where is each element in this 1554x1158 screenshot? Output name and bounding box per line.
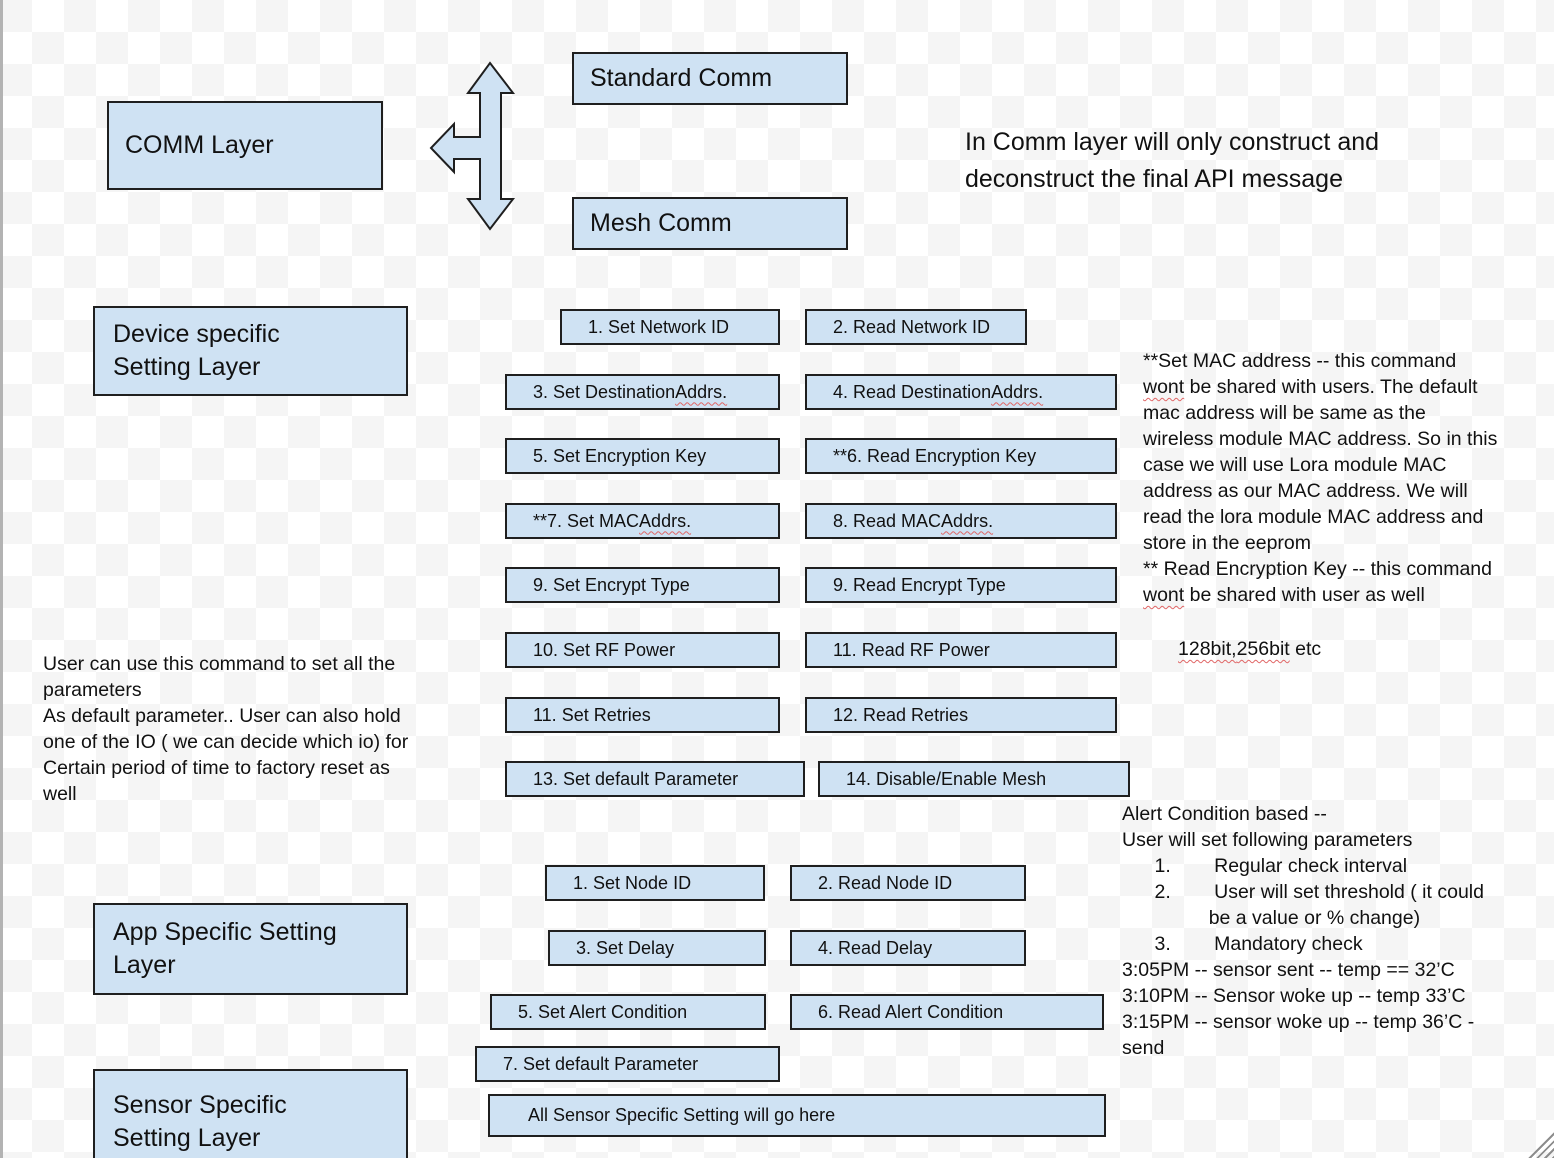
- box-set-network-id[interactable]: 1. Set Network ID: [560, 309, 780, 345]
- command-label: 3. Set Delay: [576, 937, 675, 958]
- command-label: 9. Set Encrypt Type: [533, 574, 690, 595]
- box-read-node-id[interactable]: 2. Read Node ID: [790, 865, 1026, 901]
- note-text-misspelled: 256bit: [1236, 638, 1290, 660]
- box-set-rf-power[interactable]: 10. Set RF Power: [505, 632, 780, 668]
- box-set-retries[interactable]: 11. Set Retries: [505, 697, 780, 733]
- three-way-arrow-icon: [429, 61, 516, 231]
- box-mesh-comm-label: Mesh Comm: [590, 209, 732, 237]
- note-encryption-bits[interactable]: 128bit,256bit etc: [1178, 610, 1321, 662]
- box-read-encryption-key[interactable]: **6. Read Encryption Key: [805, 438, 1117, 474]
- command-label: 3. Set Destination: [533, 381, 676, 402]
- box-read-network-id[interactable]: 2. Read Network ID: [805, 309, 1027, 345]
- box-set-encryption-key[interactable]: 5. Set Encryption Key: [505, 438, 780, 474]
- command-label: **6. Read Encryption Key: [833, 445, 1037, 466]
- box-sensor-setting-layer-label: Sensor Specific Setting Layer: [113, 1090, 287, 1152]
- note-user-default-parameter[interactable]: User can use this command to set all the…: [43, 653, 409, 805]
- box-standard-comm-label: Standard Comm: [590, 64, 773, 92]
- command-label: 9. Read Encrypt Type: [833, 574, 1006, 595]
- note-text-misspelled: wont: [1143, 584, 1185, 606]
- command-label: 8. Read MAC: [833, 510, 942, 531]
- box-read-destination-addrs[interactable]: 4. Read Destination Addrs.: [805, 374, 1117, 410]
- box-mesh-comm[interactable]: Mesh Comm: [572, 197, 848, 250]
- command-label: 12. Read Retries: [833, 704, 969, 725]
- command-label: 14. Disable/Enable Mesh: [846, 768, 1047, 789]
- resize-handle[interactable]: [1527, 1131, 1554, 1158]
- command-label: 11. Set Retries: [533, 704, 651, 725]
- box-comm-layer[interactable]: COMM Layer: [107, 101, 383, 190]
- command-label: 10. Set RF Power: [533, 639, 676, 660]
- command-label: 4. Read Destination: [833, 381, 992, 402]
- command-label: All Sensor Specific Setting will go here: [528, 1105, 836, 1125]
- command-label-misspelled: Addrs.: [639, 510, 692, 531]
- box-read-retries[interactable]: 12. Read Retries: [805, 697, 1117, 733]
- box-app-setting-layer[interactable]: App Specific Setting Layer: [93, 903, 408, 995]
- command-label: 11. Read RF Power: [833, 639, 990, 660]
- note-text: etc: [1289, 638, 1322, 660]
- note-text: be shared with users. The default mac ad…: [1143, 376, 1498, 580]
- box-read-rf-power[interactable]: 11. Read RF Power: [805, 632, 1117, 668]
- box-comm-layer-label: COMM Layer: [125, 131, 274, 159]
- note-mac-address[interactable]: **Set MAC address -- this command wont b…: [1143, 322, 1554, 608]
- box-set-destination-addrs[interactable]: 3. Set Destination Addrs.: [505, 374, 780, 410]
- box-set-default-parameter[interactable]: 13. Set default Parameter: [505, 761, 805, 797]
- command-label: 13. Set default Parameter: [533, 768, 739, 789]
- command-label: 6. Read Alert Condition: [818, 1001, 1004, 1022]
- box-sensor-setting-layer[interactable]: Sensor Specific Setting Layer: [93, 1069, 408, 1158]
- command-label: 7. Set default Parameter: [503, 1053, 699, 1074]
- box-disable-enable-mesh[interactable]: 14. Disable/Enable Mesh: [818, 761, 1130, 797]
- box-read-alert-condition[interactable]: 6. Read Alert Condition: [790, 994, 1104, 1030]
- command-label: 1. Set Network ID: [588, 316, 730, 337]
- box-all-sensor-settings[interactable]: All Sensor Specific Setting will go here: [488, 1094, 1106, 1137]
- command-label: 2. Read Network ID: [833, 316, 991, 337]
- box-app-setting-layer-label: App Specific Setting Layer: [113, 918, 337, 979]
- command-label: 2. Read Node ID: [818, 872, 953, 893]
- command-label-misspelled: Addrs.: [991, 381, 1044, 402]
- box-device-setting-layer-label: Device specific Setting Layer: [113, 320, 280, 381]
- command-label: 1. Set Node ID: [573, 872, 692, 893]
- command-label: 5. Set Encryption Key: [533, 445, 707, 466]
- box-set-encrypt-type[interactable]: 9. Set Encrypt Type: [505, 567, 780, 603]
- note-alert-condition[interactable]: Alert Condition based -- User will set f…: [1122, 803, 1484, 1059]
- box-set-delay[interactable]: 3. Set Delay: [548, 930, 766, 966]
- note-text: be shared with user as well: [1184, 584, 1425, 606]
- command-label: 5. Set Alert Condition: [518, 1001, 688, 1022]
- canvas-left-edge: [0, 0, 3, 1158]
- note-comm-layer[interactable]: In Comm layer will only construct and de…: [965, 128, 1380, 193]
- box-set-alert-condition[interactable]: 5. Set Alert Condition: [490, 994, 766, 1030]
- three-way-arrow-shape[interactable]: [428, 60, 516, 232]
- note-text: **Set MAC address -- this command: [1143, 350, 1457, 372]
- note-text-misspelled: 128bit,: [1178, 638, 1237, 660]
- box-set-node-id[interactable]: 1. Set Node ID: [545, 865, 765, 901]
- command-label-misspelled: Addrs.: [941, 510, 994, 531]
- box-set-mac-addrs[interactable]: **7. Set MAC Addrs.: [505, 503, 780, 539]
- command-label: 4. Read Delay: [818, 937, 933, 958]
- box-device-setting-layer[interactable]: Device specific Setting Layer: [93, 306, 408, 396]
- box-standard-comm[interactable]: Standard Comm: [572, 52, 848, 105]
- box-read-mac-addrs[interactable]: 8. Read MAC Addrs.: [805, 503, 1117, 539]
- command-label: **7. Set MAC: [533, 510, 640, 531]
- box-app-set-default-parameter[interactable]: 7. Set default Parameter: [475, 1046, 780, 1082]
- box-read-delay[interactable]: 4. Read Delay: [790, 930, 1026, 966]
- box-read-encrypt-type[interactable]: 9. Read Encrypt Type: [805, 567, 1117, 603]
- command-label-misspelled: Addrs.: [675, 381, 728, 402]
- note-text-misspelled: wont: [1143, 376, 1185, 398]
